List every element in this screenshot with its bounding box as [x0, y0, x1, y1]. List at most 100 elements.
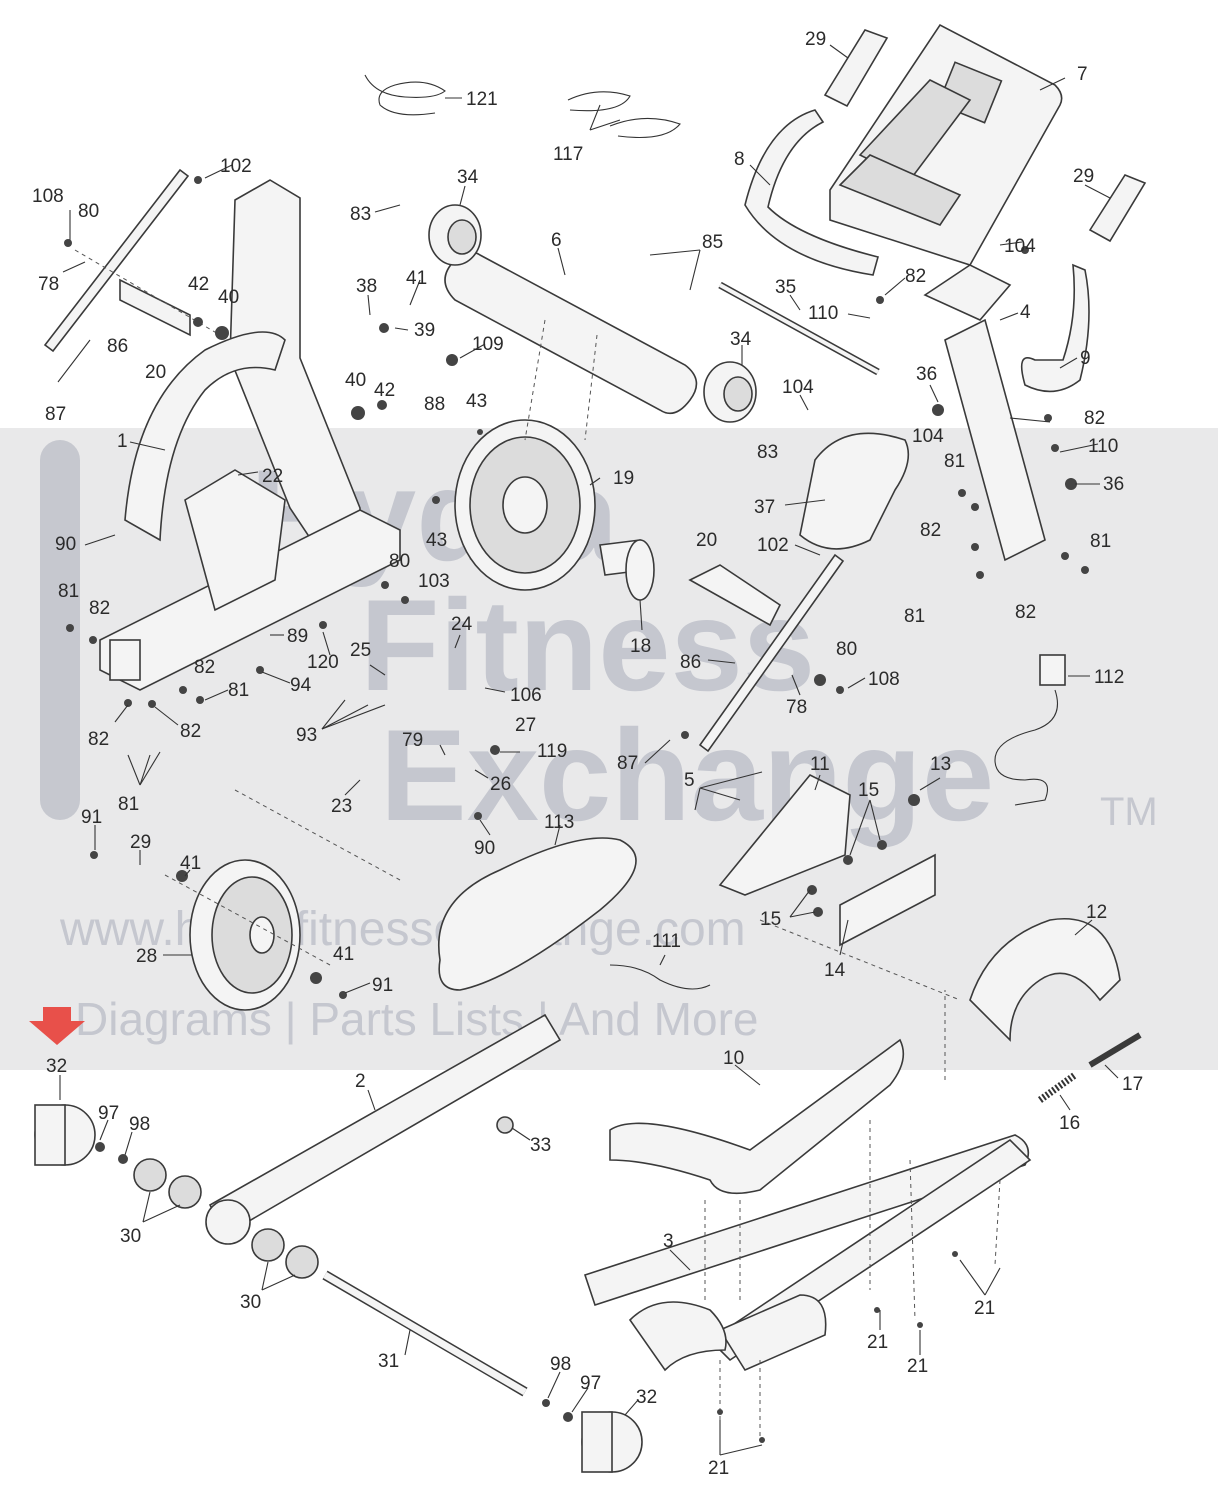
part-label-111: 111	[652, 931, 681, 952]
part-label-79: 79	[402, 730, 423, 751]
part-label-83c: 82	[920, 520, 941, 541]
part-label-41a: 41	[180, 853, 201, 874]
belt-113	[438, 837, 637, 991]
part-label-20a: 20	[145, 362, 166, 383]
part-label-104a: 104	[1004, 236, 1036, 257]
part-label-38: 38	[356, 276, 377, 297]
watermark-tagline: Diagrams | Parts Lists | And More	[75, 993, 758, 1045]
part-label-31: 31	[378, 1351, 399, 1372]
part-label-93: 93	[296, 725, 317, 746]
part-label-109: 109	[472, 334, 504, 355]
part-label-35: 35	[775, 277, 796, 298]
part-label-113: 113	[544, 812, 574, 833]
part-label-80b: 80	[389, 551, 410, 572]
shroud-37	[799, 432, 910, 550]
part-label-83e: 82	[89, 598, 110, 619]
part-label-43a: 43	[466, 391, 487, 412]
part-label-33: 33	[530, 1135, 551, 1156]
part-label-69: 41	[406, 268, 427, 289]
part-label-9: 9	[1080, 348, 1091, 369]
part-label-19: 19	[613, 468, 634, 489]
part-label-108a: 108	[32, 186, 64, 207]
part-label-21d: 21	[708, 1458, 729, 1479]
part-label-15a: 15	[858, 780, 879, 801]
part-label-117: 117	[553, 144, 583, 165]
part-label-27: 27	[515, 715, 536, 736]
watermark-logo-bar	[40, 440, 80, 820]
bearing-30c	[251, 1228, 285, 1262]
part-label-23: 23	[331, 796, 352, 817]
part-label-34b: 34	[730, 329, 752, 350]
part-label-42b: 42	[374, 380, 395, 401]
cover-11	[718, 773, 851, 896]
part-label-83b: 82	[1084, 408, 1105, 429]
part-labels: 121 117 29 7 29 8 104 82 35 110 4 9 34 6…	[32, 29, 1143, 1479]
part-label-36a: 36	[916, 364, 937, 385]
part-label-91b: 91	[372, 975, 393, 996]
part-label-91a: 91	[81, 807, 102, 828]
part-label-5: 5	[684, 770, 695, 791]
bearing-30a	[133, 1158, 167, 1192]
grip-63-right	[1088, 174, 1147, 243]
cover-12	[969, 918, 1121, 1042]
part-label-25: 25	[350, 640, 371, 661]
part-label-82f: 81	[118, 794, 139, 815]
part-label-41b: 41	[333, 944, 354, 965]
cable-111	[609, 964, 711, 990]
part-label-28: 28	[136, 946, 157, 967]
adapter-112	[994, 654, 1066, 806]
endcap-32-left	[34, 1104, 96, 1166]
part-label-10: 10	[723, 1048, 744, 1069]
part-label-119: 119	[537, 741, 567, 762]
console-7	[829, 23, 1063, 266]
part-label-32a: 32	[46, 1056, 67, 1077]
stabilizer-10	[609, 1038, 905, 1195]
bearing-30b	[168, 1175, 202, 1209]
part-label-80c: 80	[836, 639, 857, 660]
part-label-36b: 36	[1103, 474, 1124, 495]
part-label-3: 3	[663, 1231, 674, 1252]
part-label-86a: 87	[45, 404, 66, 425]
part-label-34a: 34	[457, 167, 479, 188]
part-label-89: 90	[474, 838, 495, 859]
plate-14	[839, 853, 936, 947]
part-label-87: 88	[424, 394, 445, 415]
part-label-24: 24	[451, 614, 473, 635]
part-label-63b: 29	[1073, 166, 1094, 187]
pin-17	[1088, 1032, 1142, 1068]
part-label-80a: 80	[78, 201, 99, 222]
part-label-82b: 81	[1090, 531, 1111, 552]
part-label-94: 94	[290, 675, 312, 696]
endcap-32-right	[581, 1411, 643, 1473]
part-label-83a: 82	[905, 266, 926, 287]
part-label-16: 16	[1059, 1113, 1080, 1134]
part-label-12: 12	[1086, 902, 1107, 923]
part-label-86b: 87	[617, 753, 638, 774]
cable-121	[364, 74, 446, 116]
part-label-21b: 21	[867, 1332, 888, 1353]
part-label-81a: 83	[350, 204, 371, 225]
part-label-121: 121	[466, 89, 498, 110]
frame-1	[99, 179, 401, 691]
part-label-21c: 21	[907, 1356, 928, 1377]
upright-4	[923, 263, 1090, 562]
cables-117	[567, 91, 681, 139]
part-label-83g: 82	[180, 721, 201, 742]
part-label-83h: 82	[88, 729, 109, 750]
part-label-104b: 104	[782, 377, 814, 398]
part-label-83d: 82	[1015, 602, 1036, 623]
part-label-20b: 20	[696, 530, 717, 551]
wheel-28	[189, 859, 301, 1011]
part-label-78b: 78	[786, 697, 807, 718]
part-label-30b: 30	[240, 1292, 261, 1313]
part-label-42a: 42	[188, 274, 209, 295]
part-label-39: 39	[414, 320, 435, 341]
crank-arm-20	[688, 564, 782, 627]
part-label-6: 6	[551, 230, 562, 251]
handlebar-8	[744, 109, 879, 276]
handle-bar-right	[698, 553, 845, 753]
part-label-8: 8	[734, 149, 745, 170]
part-label-106: 106	[510, 685, 542, 706]
part-label-102b: 102	[757, 535, 789, 556]
